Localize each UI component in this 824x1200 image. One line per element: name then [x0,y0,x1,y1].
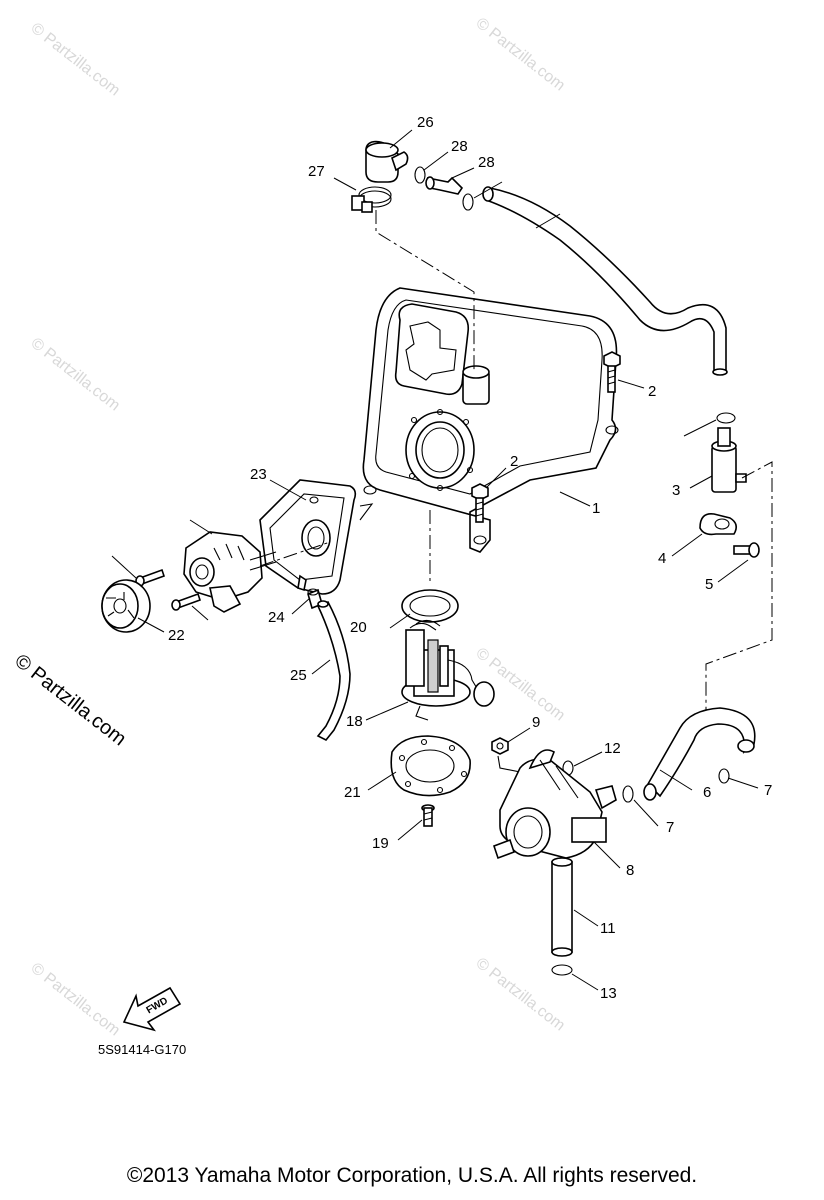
copyright-notice: ©2013 Yamaha Motor Corporation, U.S.A. A… [126,1164,698,1187]
part-15-gasket [401,589,459,623]
part-4-clamp [699,512,738,536]
callout-7: 7 [764,782,772,799]
callout-9: 9 [532,714,540,731]
callout-16: 21 [344,784,361,801]
part-8-damper [492,749,617,860]
part-13-fuel-pump [401,619,495,721]
part-12-clip [551,964,573,976]
part-20-hose [316,600,351,742]
leader-lines [111,129,759,991]
fwd-arrow-icon: FWD [122,986,182,1032]
callout-22: 27 [308,163,325,180]
part-14-screw [421,804,435,827]
callout-5: 5 [705,576,713,593]
part-17-cap [101,579,151,633]
watermark: © Partzilla.com [473,15,568,95]
part-7-clip-left [622,785,634,803]
part-22-clamp [351,186,392,213]
callout-6: 6 [703,784,711,801]
part-6-hose [643,707,756,801]
callout-7: 7 [666,819,674,836]
part-26-pump-unit [183,531,331,613]
part-23-joint [425,176,464,195]
part-7-clip-right [718,768,730,784]
callout-11: 12 [604,740,621,757]
callout-24: 28 [451,138,468,155]
callout-19: 24 [268,609,285,626]
part-9-nut [491,737,509,755]
part-24-clip [414,166,426,184]
watermark: © Partzilla.com [28,960,123,1040]
part-5-bolt [733,542,760,558]
callout-17: 22 [168,627,185,644]
callout-15: 20 [350,619,367,636]
part-10-hose [551,857,573,957]
callout-labels: 26 27 28 28 2 2 1 3 4 5 23 22 24 25 20 1… [168,114,772,1002]
callout-14: 19 [372,835,389,852]
part-1-fuel-tank [359,287,619,553]
callout-4: 4 [658,550,666,567]
cap-line [375,210,475,370]
callout-8: 8 [626,862,634,879]
callout-12: 13 [600,985,617,1002]
callout-1: 1 [592,500,600,517]
filter-line [705,461,773,724]
part-3-filter [711,427,747,493]
callout-21: 26 [417,114,434,131]
part-2-bolt-upper [603,351,621,393]
callout-18: 23 [250,466,267,483]
watermark: © Partzilla.com [28,20,123,100]
callout-10: 11 [600,920,616,937]
part-25-screw-upper [135,568,166,587]
part-21-cap [365,140,409,183]
part-27-breather-hose [482,186,728,376]
callout-2: 2 [648,383,656,400]
drawing-code: 5S91414-G170 [98,1042,187,1057]
callout-20: 25 [290,667,307,684]
callout-13: 18 [346,713,363,730]
part-25-screw-lower [171,592,202,611]
callout-3: 3 [672,482,680,499]
callout-2: 2 [510,453,518,470]
part-18-cover [259,479,357,595]
callout-23: 28 [478,154,495,171]
watermark: © Partzilla.com [28,335,123,415]
part-2-bolt-lower [471,483,489,523]
part-28-clip-top [462,193,474,211]
part-16-plate [390,735,471,797]
part-28-clip-right [716,412,736,424]
